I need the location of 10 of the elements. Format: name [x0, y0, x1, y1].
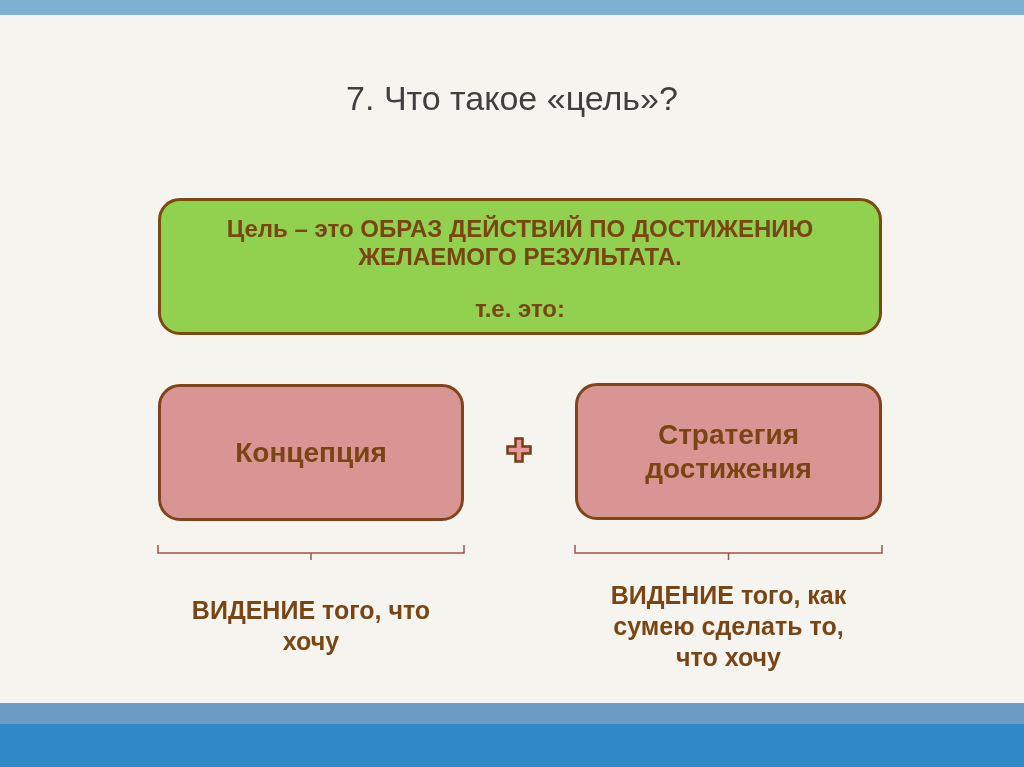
concept-box	[158, 384, 464, 521]
lead-in-text: т.е. это:	[475, 295, 565, 323]
strategy-box	[575, 383, 882, 520]
box-label: Концепция	[235, 435, 387, 470]
definition-box	[158, 198, 882, 335]
caption-text: ВИДЕНИЕ того, как сумею сделать то, что хочу	[609, 579, 848, 673]
box-label: Стратегия достижения	[644, 417, 813, 486]
caption-text: ВИДЕНИЕ того, что хочу	[190, 595, 432, 657]
slide-title: 7. Что такое «цель»?	[345, 78, 679, 118]
definition-text: Цель – это ОБРАЗ ДЕЙСТВИЙ ПО ДОСТИЖЕНИЮ ЖЕЛАЕМОГО РЕЗУЛЬТАТА.	[225, 215, 815, 271]
